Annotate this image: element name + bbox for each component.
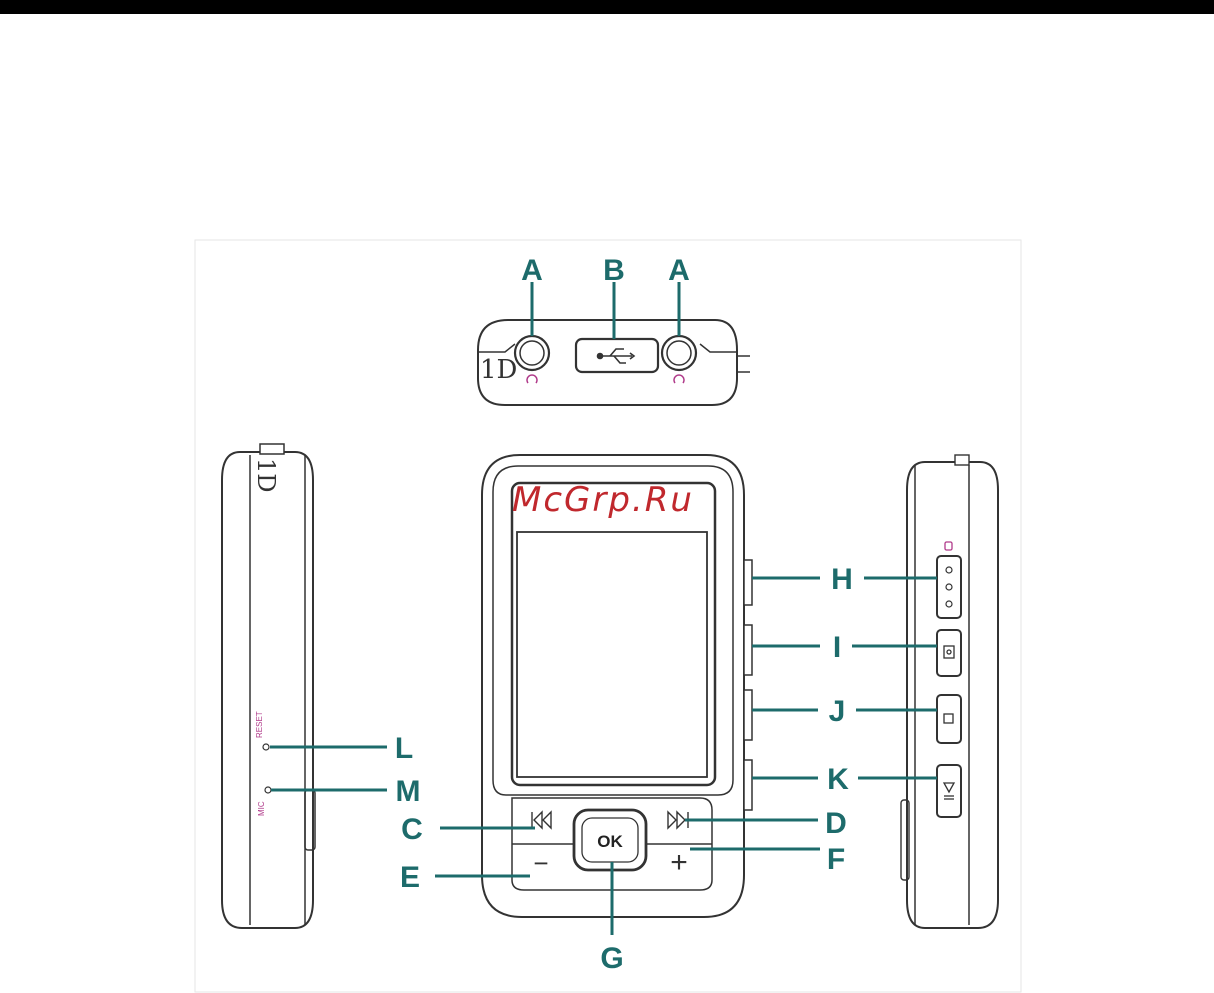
screen: [517, 532, 707, 777]
stop-button: [937, 695, 961, 743]
callout-m: M: [396, 775, 421, 808]
left-side-view: 1D RESET MIC: [222, 444, 315, 928]
record-button: [937, 630, 961, 676]
reset-label: RESET: [255, 711, 264, 738]
callout-a-right: A: [668, 254, 690, 287]
callout-f: F: [827, 843, 845, 876]
callout-d: D: [825, 807, 847, 840]
callout-k: K: [827, 763, 849, 796]
ok-label: OK: [597, 832, 623, 851]
callout-h: H: [831, 563, 853, 596]
mic-hole: [265, 787, 271, 793]
callout-j: J: [829, 695, 846, 728]
callout-i: I: [833, 631, 841, 664]
sd-card-mark-side: 1D: [252, 458, 280, 493]
callout-g: G: [600, 942, 623, 975]
callout-e: E: [400, 861, 420, 894]
sd-card-mark-top: 1D: [480, 355, 517, 385]
callout-l: L: [395, 732, 413, 765]
watermark: McGrp.Ru: [512, 480, 694, 520]
right-side-view: [901, 455, 998, 928]
mic-label: MIC: [257, 801, 266, 816]
hold-switch: [937, 556, 961, 618]
reset-hole: [263, 744, 269, 750]
plus-icon: +: [670, 846, 688, 879]
callout-a-left: A: [521, 254, 543, 287]
callout-c: C: [401, 813, 423, 846]
minus-icon: −: [533, 848, 548, 878]
callout-b: B: [603, 254, 625, 287]
